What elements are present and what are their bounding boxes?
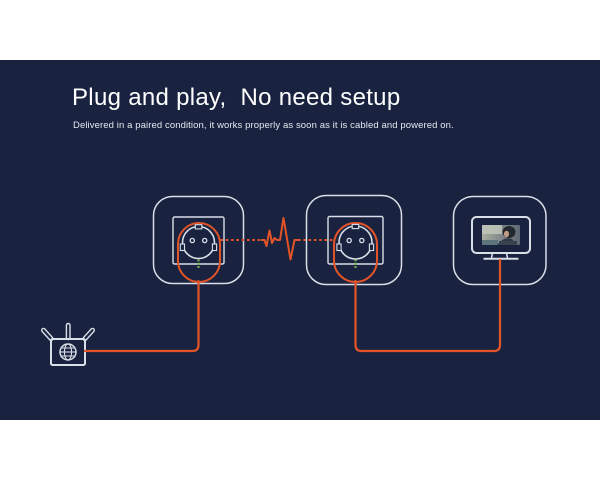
adapter-body [177, 222, 221, 283]
earth-notch-right [368, 243, 375, 252]
earth-notch-left [336, 243, 342, 252]
globe-icon [59, 343, 77, 361]
page-title: Plug and play, No need setup [72, 84, 401, 111]
cable-router-to-adapter-1 [83, 279, 200, 353]
router-antenna-center [65, 322, 71, 341]
earth-notch-left [179, 243, 186, 252]
router-antenna-left [40, 327, 54, 342]
socket-faceplate [152, 195, 245, 285]
socket-inner-plate [172, 216, 225, 265]
tv-frame [471, 216, 531, 254]
wall-socket-1-icon [152, 195, 245, 285]
adapter-body [333, 222, 378, 283]
page-subtitle: Delivered in a paired condition, it work… [73, 120, 454, 131]
tv-stand-neck [490, 252, 509, 259]
socket-recess [181, 225, 216, 260]
socket-faceplate [305, 194, 403, 286]
powerline-adapter-2-icon [333, 222, 378, 283]
cable-adapter-2-to-tv [354, 258, 502, 353]
signal-pulse-icon [220, 217, 334, 261]
pulse-waveform [261, 217, 298, 261]
pin-hole-right [359, 237, 365, 244]
earth-notch-right [211, 243, 218, 252]
powerline-adapter-1-icon [177, 222, 221, 283]
pin-hole-right [201, 237, 208, 244]
tv-screen-image [482, 225, 520, 245]
tv-icon [452, 195, 547, 286]
router-antenna-right [82, 327, 96, 342]
earth-notch-top [194, 224, 203, 230]
bottom-white-band [0, 420, 600, 480]
wifi-router-icon [40, 322, 96, 366]
earth-notch-top [351, 223, 360, 230]
top-white-band [0, 0, 600, 60]
pin-hole-left [346, 237, 352, 244]
socket-recess [338, 225, 373, 260]
pin-hole-left [189, 237, 196, 244]
